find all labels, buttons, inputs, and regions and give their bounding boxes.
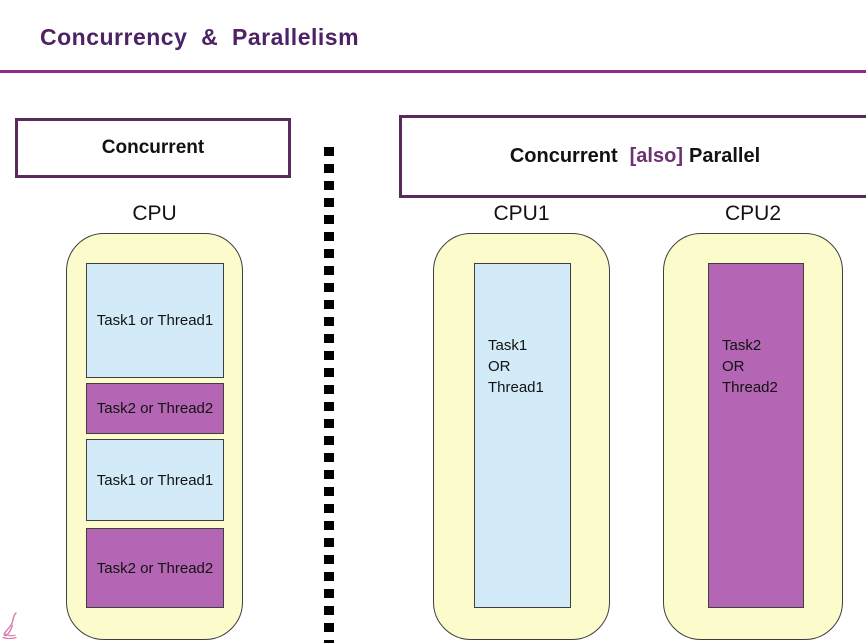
task-slice-label: Task1 or Thread1 <box>96 471 214 489</box>
dotted-divider-icon <box>324 147 334 643</box>
parallel-header-also: [also] <box>629 145 683 167</box>
cpu2-task-line: Thread2 <box>722 379 778 396</box>
cpu2-task-box: Task2 OR Thread2 <box>708 263 804 608</box>
task-slice: Task2 or Thread2 <box>86 528 224 608</box>
cpu1-task-line: Task1 <box>488 337 528 354</box>
cpu1-label: CPU1 <box>493 202 550 225</box>
task-slice-label: Task1 or Thread1 <box>96 312 214 329</box>
cpu1-task-box: Task1 OR Thread1 <box>474 263 571 608</box>
parallel-header-box: Concurrent [also] Parallel <box>399 115 866 198</box>
cpu1-task-line: Thread1 <box>488 379 544 396</box>
parallel-header-part1: Concurrent <box>509 145 618 167</box>
cpu2-task-line: OR <box>722 358 745 375</box>
cpu2-container: Task2 OR Thread2 <box>663 233 843 640</box>
cpu1-container: Task1 OR Thread1 <box>433 233 610 640</box>
pink-squiggle-logo-icon <box>2 612 17 640</box>
title-underline <box>0 70 866 73</box>
cpu1-task-line: OR <box>488 358 511 375</box>
page-title: Concurrency & Parallelism <box>40 24 360 50</box>
task-slice: Task1 or Thread1 <box>86 439 224 521</box>
task-slice-label: Task2 or Thread2 <box>96 559 214 577</box>
task-slice: Task1 or Thread1 <box>86 263 224 378</box>
cpu2-task-line: Task2 <box>722 337 762 354</box>
cpu2-label: CPU2 <box>724 202 782 225</box>
task-slice-label: Task2 or Thread2 <box>96 400 214 417</box>
parallel-header-part3: Parallel <box>688 145 761 167</box>
cpu-label: CPU <box>132 202 177 225</box>
task-slice: Task2 or Thread2 <box>86 383 224 434</box>
concurrent-header-box: Concurrent <box>15 118 291 178</box>
cpu-container: Task1 or Thread1 Task2 or Thread2 Task1 … <box>66 233 243 640</box>
concurrent-header-label: Concurrent <box>101 137 205 158</box>
